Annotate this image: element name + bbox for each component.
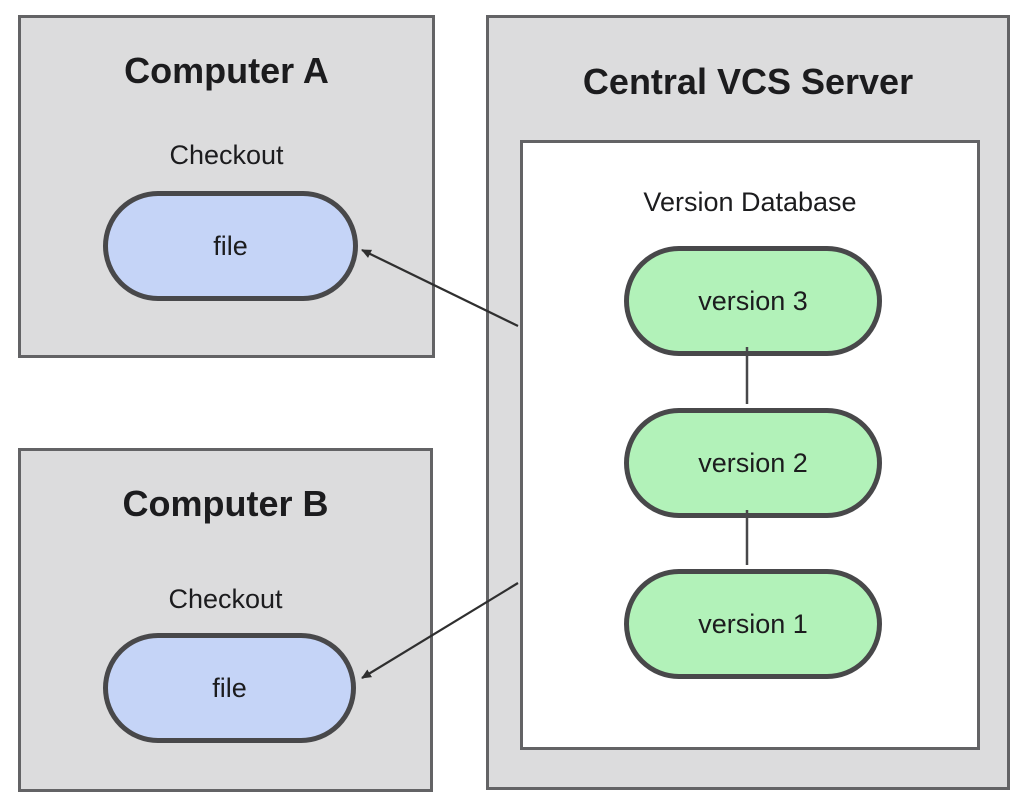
computer-a-checkout-label: Checkout [169, 140, 284, 170]
computer-b-box: Computer B Checkout file [18, 448, 433, 792]
computer-a-file-label: file [213, 230, 248, 261]
computer-a-box: Computer A Checkout file [18, 15, 435, 358]
central-vcs-server-title: Central VCS Server [582, 61, 914, 102]
computer-b-file-pill: file [103, 633, 356, 743]
computer-b-title: Computer B [122, 483, 329, 524]
version-2-pill: version 2 [624, 408, 882, 518]
computer-b-file-label: file [212, 672, 247, 703]
version-2-label: version 2 [698, 447, 808, 478]
version-database-box: Version Database version 3 version 2 ver… [520, 140, 980, 750]
version-1-pill: version 1 [624, 569, 882, 679]
computer-a-title: Computer A [124, 50, 329, 91]
computer-b-checkout-label: Checkout [168, 584, 283, 614]
version-3-pill: version 3 [624, 246, 882, 356]
central-vcs-server-box: Central VCS Server Version Database vers… [486, 15, 1010, 790]
version-1-label: version 1 [698, 608, 808, 639]
version-database-label: Version Database [643, 187, 857, 217]
version-3-label: version 3 [698, 285, 808, 316]
computer-a-file-pill: file [103, 191, 358, 301]
